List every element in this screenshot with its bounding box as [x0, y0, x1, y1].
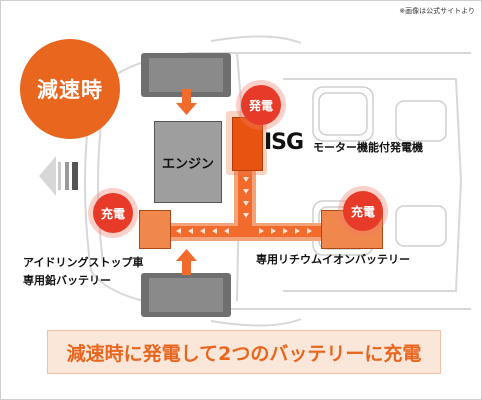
wheel-to-engine-arrows	[176, 89, 197, 275]
engine-block: エンジン	[154, 121, 222, 203]
lead-battery-label-line2: 専用鉛バッテリー	[23, 274, 111, 287]
front-direction-arrow	[39, 156, 78, 196]
front-wheels	[141, 53, 231, 317]
isg-label: ISG	[264, 130, 304, 155]
lead-battery-label-line1: アイドリングストップ車	[23, 256, 144, 269]
charge-badge-left: 充電	[93, 193, 133, 233]
charge-flow-path	[161, 167, 331, 241]
generation-badge: 発電	[241, 85, 281, 125]
lead-battery	[139, 210, 171, 249]
summary-banner: 減速時に発電して2つのバッテリーに充電	[47, 330, 441, 374]
charge-badge-right: 充電	[343, 191, 383, 231]
isg-description: モーター機能付発電機	[313, 141, 423, 154]
isg-unit	[232, 117, 263, 171]
mode-badge: 減速時	[20, 39, 120, 139]
source-note: ※画像は公式サイトより	[399, 7, 475, 15]
lithium-battery-label: 専用リチウムイオンバッテリー	[256, 253, 410, 266]
